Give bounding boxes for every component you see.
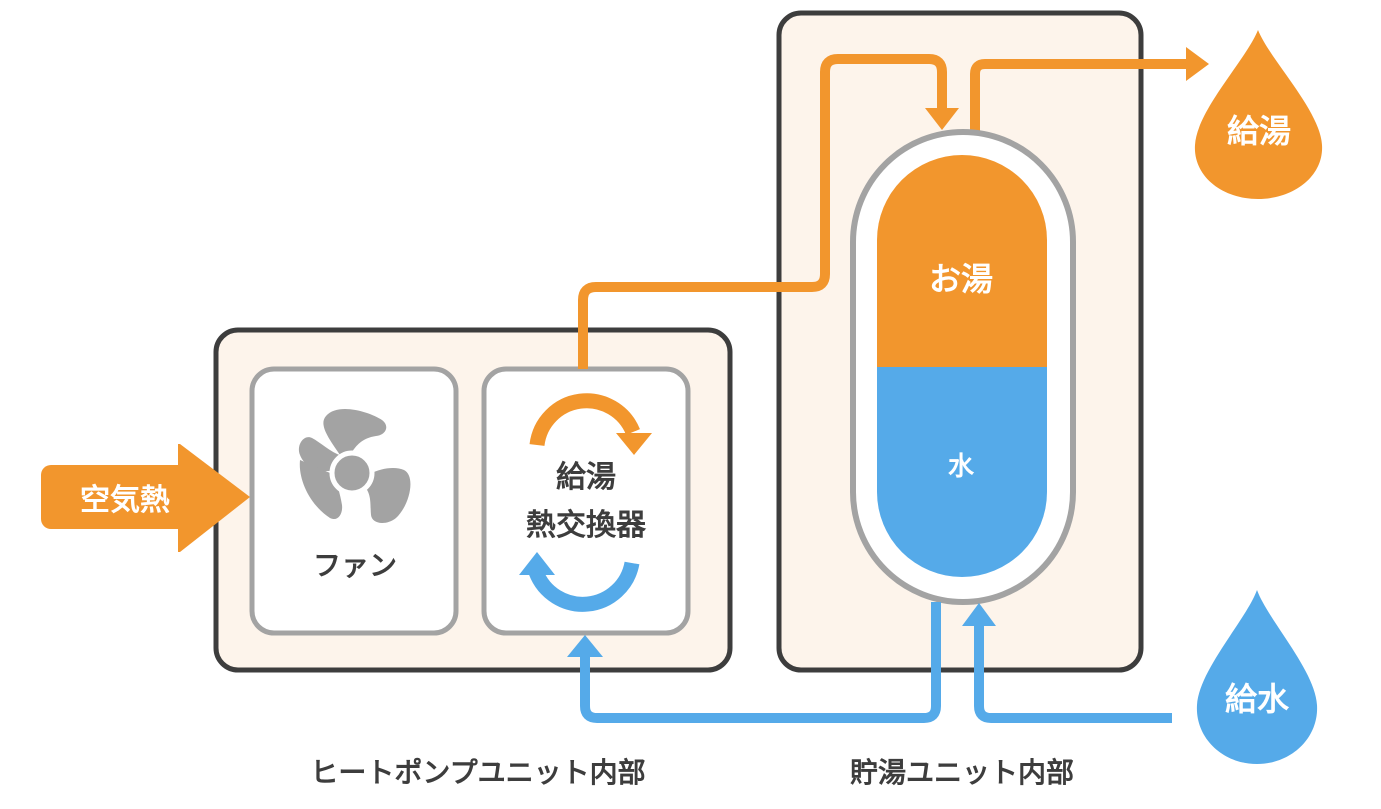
circular-arrow-blue-icon xyxy=(519,552,640,612)
circular-arrow-orange-icon xyxy=(529,393,652,455)
fan-label: ファン xyxy=(313,549,397,582)
arrow-up-into-tank xyxy=(962,603,996,626)
fan-icon xyxy=(298,408,411,524)
cold-water-return-pipe xyxy=(580,602,941,723)
hot-water-pipe xyxy=(578,54,947,369)
tank-hot-water-label: お湯 xyxy=(929,260,993,298)
exchanger-label-line2: 熱交換器 xyxy=(526,508,647,543)
water-supply-label: 給水 xyxy=(1225,680,1290,718)
water-supply-pipe xyxy=(974,620,1172,723)
air-heat-label: 空気熱 xyxy=(80,483,170,518)
heat-pump-unit-label: ヒートポンプユニット内部 xyxy=(310,756,645,789)
exchanger-label-line1: 給湯 xyxy=(556,460,616,495)
fan-box xyxy=(249,366,459,636)
arrow-right-hot-supply xyxy=(1186,47,1209,81)
air-heat-arrow xyxy=(41,444,250,552)
arrow-up-into-exchanger xyxy=(567,635,603,657)
hot-supply-pipe xyxy=(970,59,1190,132)
exchanger-box xyxy=(481,366,691,636)
tank-cold-water-region xyxy=(877,367,1047,577)
tank-water-label: 水 xyxy=(948,452,975,482)
arrow-down-into-tank xyxy=(925,108,959,130)
water-drop-orange-icon xyxy=(1194,30,1323,199)
hot-supply-label: 給湯 xyxy=(1227,112,1291,150)
tank-hot-water-region xyxy=(877,155,1047,368)
water-drop-blue-icon xyxy=(1196,590,1318,764)
storage-unit-label: 貯湯ユニット内部 xyxy=(850,756,1074,789)
